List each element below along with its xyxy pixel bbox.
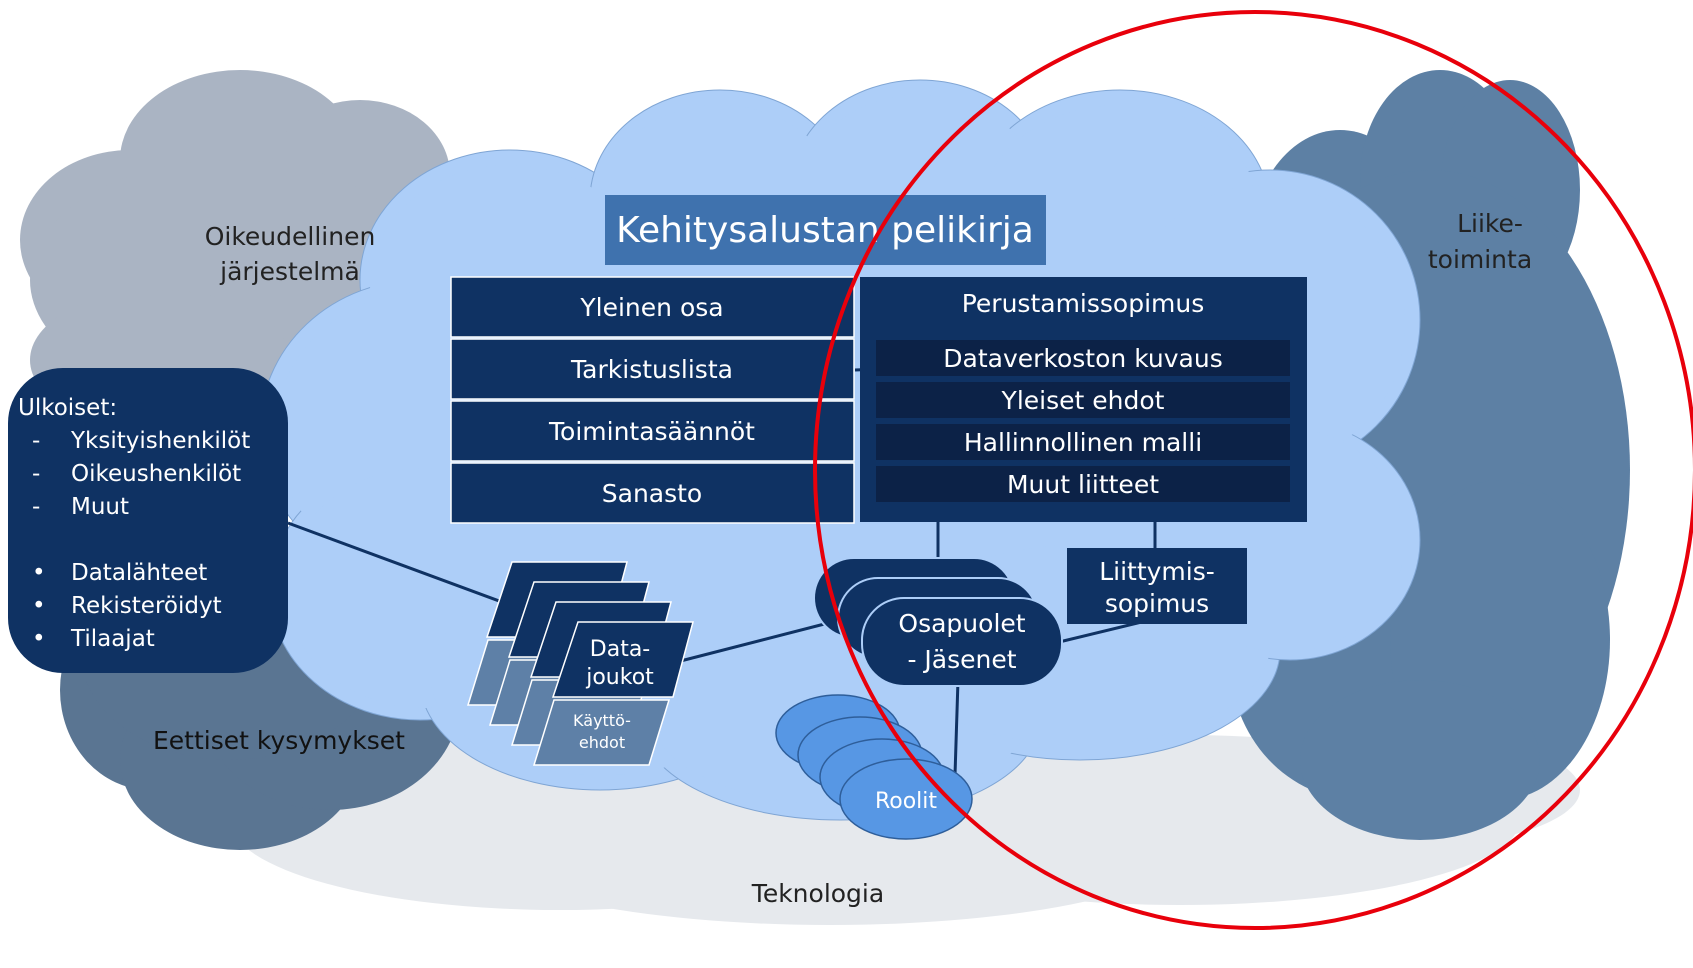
left-box-label: Tarkistuslista <box>570 355 733 384</box>
founding-item-label: Dataverkoston kuvaus <box>943 344 1222 373</box>
roles-stack <box>775 694 973 840</box>
left-box-rules <box>450 400 855 462</box>
legal-label-line2: järjestelmä <box>219 257 360 286</box>
roles-label: Roolit <box>875 789 937 814</box>
accession-agreement-box <box>1067 548 1247 624</box>
technology-label: Teknologia <box>751 879 884 908</box>
external-item: Rekisteröidyt <box>71 593 222 619</box>
founding-item-label: Hallinnollinen malli <box>964 428 1202 457</box>
founding-agreement-title: Perustamissopimus <box>962 289 1205 318</box>
datasets-stack <box>485 561 694 698</box>
accession-label-line1: Liittymis- <box>1099 557 1215 586</box>
external-actors-box <box>8 368 288 673</box>
highlight-circle <box>813 10 1693 930</box>
founding-item <box>876 424 1290 460</box>
bullet-marker: • <box>32 560 46 586</box>
dash-marker: - <box>32 494 40 520</box>
title-box <box>605 195 1046 265</box>
accession-label-line2: sopimus <box>1105 589 1209 618</box>
external-item: Datalähteet <box>71 560 207 586</box>
left-box-general <box>450 276 855 338</box>
external-item: Tilaajat <box>70 626 155 652</box>
bullet-marker: • <box>32 626 46 652</box>
terms-label-line1: Käyttö- <box>573 711 631 730</box>
founding-item <box>876 466 1290 502</box>
external-heading: Ulkoiset: <box>18 395 117 421</box>
left-box-glossary <box>450 462 855 524</box>
page-title: Kehitysalustan pelikirja <box>616 210 1034 251</box>
parties-label-line2: - Jäsenet <box>907 645 1016 674</box>
left-box-label: Sanasto <box>602 479 702 508</box>
external-item: Yksityishenkilöt <box>70 428 250 454</box>
business-label-line2: toiminta <box>1428 245 1532 274</box>
founding-item-label: Muut liitteet <box>1007 470 1159 499</box>
left-box-label: Yleinen osa <box>579 293 723 322</box>
external-item: Oikeushenkilöt <box>71 461 241 487</box>
datasets-label-line2: joukot <box>585 665 654 690</box>
terms-label-line2: ehdot <box>579 733 625 752</box>
founding-item <box>876 340 1290 376</box>
founding-item <box>876 382 1290 418</box>
dash-marker: - <box>32 428 40 454</box>
datasets-label-line1: Data- <box>590 637 650 662</box>
ethics-label: Eettiset kysymykset <box>153 726 405 755</box>
external-item: Muut <box>71 494 129 520</box>
parties-stack <box>813 557 1063 687</box>
founding-item-label: Yleiset ehdot <box>1001 386 1165 415</box>
bullet-marker: • <box>32 593 46 619</box>
left-box-label: Toimintasäännöt <box>548 417 755 446</box>
business-label-line1: Liike- <box>1457 209 1523 238</box>
parties-label-line1: Osapuolet <box>898 609 1025 638</box>
left-box-checklist <box>450 338 855 400</box>
dash-marker: - <box>32 461 40 487</box>
legal-label-line1: Oikeudellinen <box>205 222 376 251</box>
